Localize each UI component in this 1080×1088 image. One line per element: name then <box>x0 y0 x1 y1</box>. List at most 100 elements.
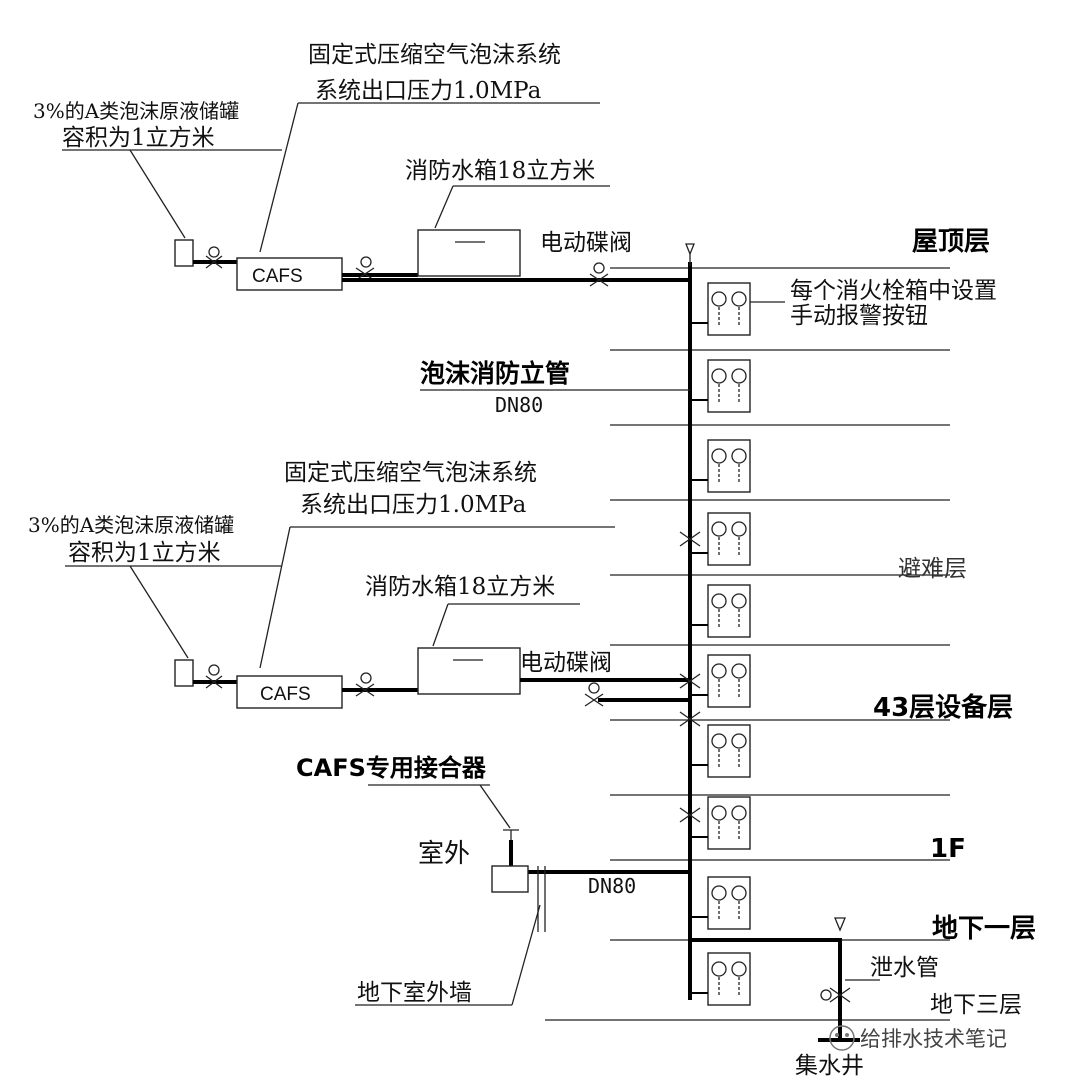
floor-equipment-label: 43层设备层 <box>873 693 1013 723</box>
hydrant-cabinet <box>690 359 751 413</box>
hydrant-cabinet <box>690 584 751 638</box>
hydrant-cabinet <box>690 282 751 336</box>
hydrant-cabinet-box <box>707 796 751 850</box>
hydrant-cabinet-box <box>707 584 751 638</box>
upper-system: CAFS 固定式压缩空气泡沫系统 系统出口压力1.0MPa 3%的A类泡沫原液储… <box>33 42 690 291</box>
riser-size: DN80 <box>495 393 543 417</box>
hydrant-nozzle-icon <box>711 521 727 537</box>
hydrant-cabinet <box>690 439 751 493</box>
outdoor-connector-group: CAFS专用接合器 室外 DN80 地下室外墙 <box>296 754 690 1006</box>
hydrant-nozzle-icon <box>711 663 727 679</box>
wechat-eye-right <box>845 1033 849 1037</box>
hydrant-nozzle-icon <box>711 885 727 901</box>
hydrant-cabinet <box>690 654 751 708</box>
riser-valve-1-icon <box>679 531 701 547</box>
drain-gauge-icon <box>820 989 832 1001</box>
drain-valve-icon <box>829 987 851 1003</box>
watermark: 给排水技术笔记 <box>829 1025 1007 1051</box>
floor-roof-label: 屋顶层 <box>912 227 990 257</box>
lower-system-line1: 固定式压缩空气泡沫系统 <box>284 460 537 486</box>
hydrant-cabinet <box>690 796 751 850</box>
upper-motor-valve-icon <box>589 273 609 287</box>
hydrant-cabinet-box <box>707 724 751 778</box>
drain-pipe <box>690 938 842 1040</box>
air-vent-icon <box>685 243 695 256</box>
hydrant-nozzle-icon <box>711 961 727 977</box>
lower-valve-icon <box>205 675 223 689</box>
hydrant-nozzle-icon <box>731 291 747 307</box>
hydrant-nozzle-icon <box>711 448 727 464</box>
lower-system-line2: 系统出口压力1.0MPa <box>300 492 527 518</box>
lower-cafs-box <box>236 675 343 709</box>
hydrant-cabinet <box>690 952 751 1006</box>
upper-tank-line1: 3%的A类泡沫原液储罐 <box>33 99 239 123</box>
hydrant-nozzle-icon <box>711 805 727 821</box>
connector-label: CAFS专用接合器 <box>296 754 487 782</box>
connector-icon <box>503 829 519 840</box>
hydrant-cabinets <box>690 282 751 1006</box>
hydrant-nozzle-icon <box>711 291 727 307</box>
drain-pipe-label: 泄水管 <box>870 955 939 981</box>
riser-title: 泡沫消防立管 <box>420 359 570 388</box>
hydrant-nozzle-icon <box>711 593 727 609</box>
hydrant-nozzle-icon <box>731 593 747 609</box>
watermark-text: 给排水技术笔记 <box>860 1027 1007 1051</box>
lower-system-leader <box>259 526 291 669</box>
hydrant-cabinet <box>690 724 751 778</box>
lower-water-tank-label: 消防水箱18立方米 <box>365 574 555 600</box>
lower-tank-line1: 3%的A类泡沫原液储罐 <box>28 513 234 537</box>
upper-system-line1: 固定式压缩空气泡沫系统 <box>308 42 561 68</box>
hydrant-nozzle-icon <box>731 663 747 679</box>
connector-pipe-size: DN80 <box>588 874 636 898</box>
lower-gauge2-icon <box>360 672 372 684</box>
lower-system: CAFS 固定式压缩空气泡沫系统 系统出口压力1.0MPa 3%的A类泡沫原液储… <box>28 460 690 709</box>
floor-b3-label: 地下三层 <box>930 992 1022 1018</box>
riser-valve-2-icon <box>679 673 701 689</box>
lower-water-tank <box>417 647 521 695</box>
hydrant-cabinet-box <box>707 876 751 930</box>
hydrant-cabinet-box <box>707 359 751 413</box>
lower-foam-tank <box>174 659 194 687</box>
lower-valve-label: 电动碟阀 <box>520 650 612 676</box>
upper-motor-valve-gauge-icon <box>593 262 605 274</box>
hydrant-cabinet <box>690 876 751 930</box>
hydrant-cabinet-box <box>707 282 751 336</box>
lower-valve2-icon <box>355 683 375 697</box>
lower-watertank-leader <box>432 603 449 647</box>
upper-valve-label: 电动碟阀 <box>540 230 632 256</box>
upper-foam-tank <box>174 239 194 267</box>
hydrant-nozzle-icon <box>711 368 727 384</box>
hydrant-nozzle-icon <box>711 733 727 749</box>
hydrant-nozzle-icon <box>731 448 747 464</box>
hydrant-nozzle-icon <box>731 961 747 977</box>
hydrant-nozzle-icon <box>731 733 747 749</box>
wechat-eye-left <box>835 1033 839 1037</box>
upper-tank-leader <box>129 149 186 239</box>
upper-system-line2: 系统出口压力1.0MPa <box>315 78 542 104</box>
upper-cafs-label: CAFS <box>252 266 303 287</box>
sump-label: 集水井 <box>795 1053 864 1079</box>
hydrant-cabinet-box <box>707 654 751 708</box>
riser-valve-3-icon <box>679 711 701 727</box>
wechat-icon <box>829 1025 855 1051</box>
hydrant-cabinet <box>690 512 751 566</box>
hydrant-nozzle-icon <box>731 885 747 901</box>
upper-gauge-icon <box>208 246 220 258</box>
hydrant-cabinet-box <box>707 952 751 1006</box>
upper-water-tank-label: 消防水箱18立方米 <box>405 158 595 184</box>
hydrant-nozzle-icon <box>731 521 747 537</box>
hydrant-cabinet-box <box>707 439 751 493</box>
floor-b1-label: 地下一层 <box>932 914 1036 944</box>
upper-tank-line2: 容积为1立方米 <box>62 125 215 151</box>
riser-valve-4-icon <box>679 807 701 823</box>
lower-motor-valve-gauge-icon <box>588 682 600 694</box>
floor-refuge-label: 避难层 <box>898 556 967 582</box>
wall-leader <box>511 904 541 1006</box>
upper-water-tank <box>417 229 521 277</box>
lower-gauge-icon <box>208 664 220 676</box>
upper-valve-icon <box>205 255 223 269</box>
upper-watertank-leader <box>434 185 454 229</box>
lower-motor-valve-icon <box>584 693 604 707</box>
lower-tank-leader <box>129 565 189 659</box>
